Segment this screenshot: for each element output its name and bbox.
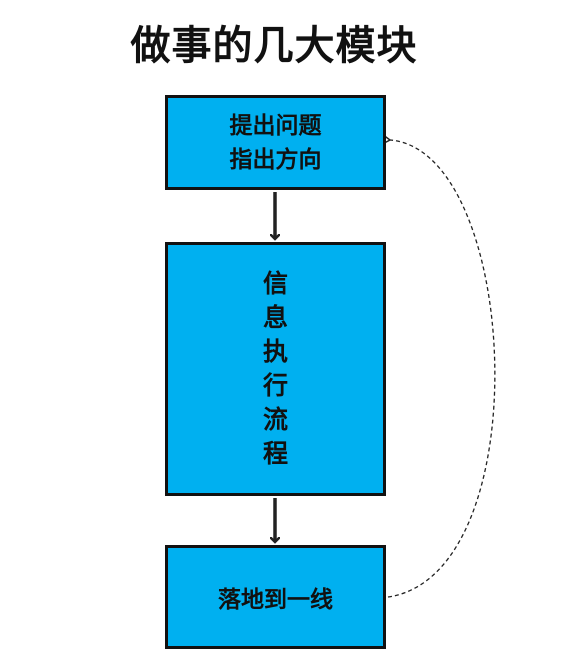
box-frontline: 落地到一线	[165, 545, 386, 649]
box-raise-question-line2: 指出方向	[229, 146, 322, 173]
feedback-dashed-arrow	[381, 133, 496, 598]
box-raise-question-line1: 提出问题	[229, 112, 322, 139]
diagram-title: 做事的几大模块	[130, 23, 418, 69]
box-execution-flow-label: 信息执行流程	[262, 269, 288, 468]
box-raise-question: 提出问题 指出方向	[165, 95, 386, 190]
box-frontline-label: 落地到一线	[218, 587, 333, 613]
box-execution-flow: 信息执行流程	[165, 242, 386, 496]
